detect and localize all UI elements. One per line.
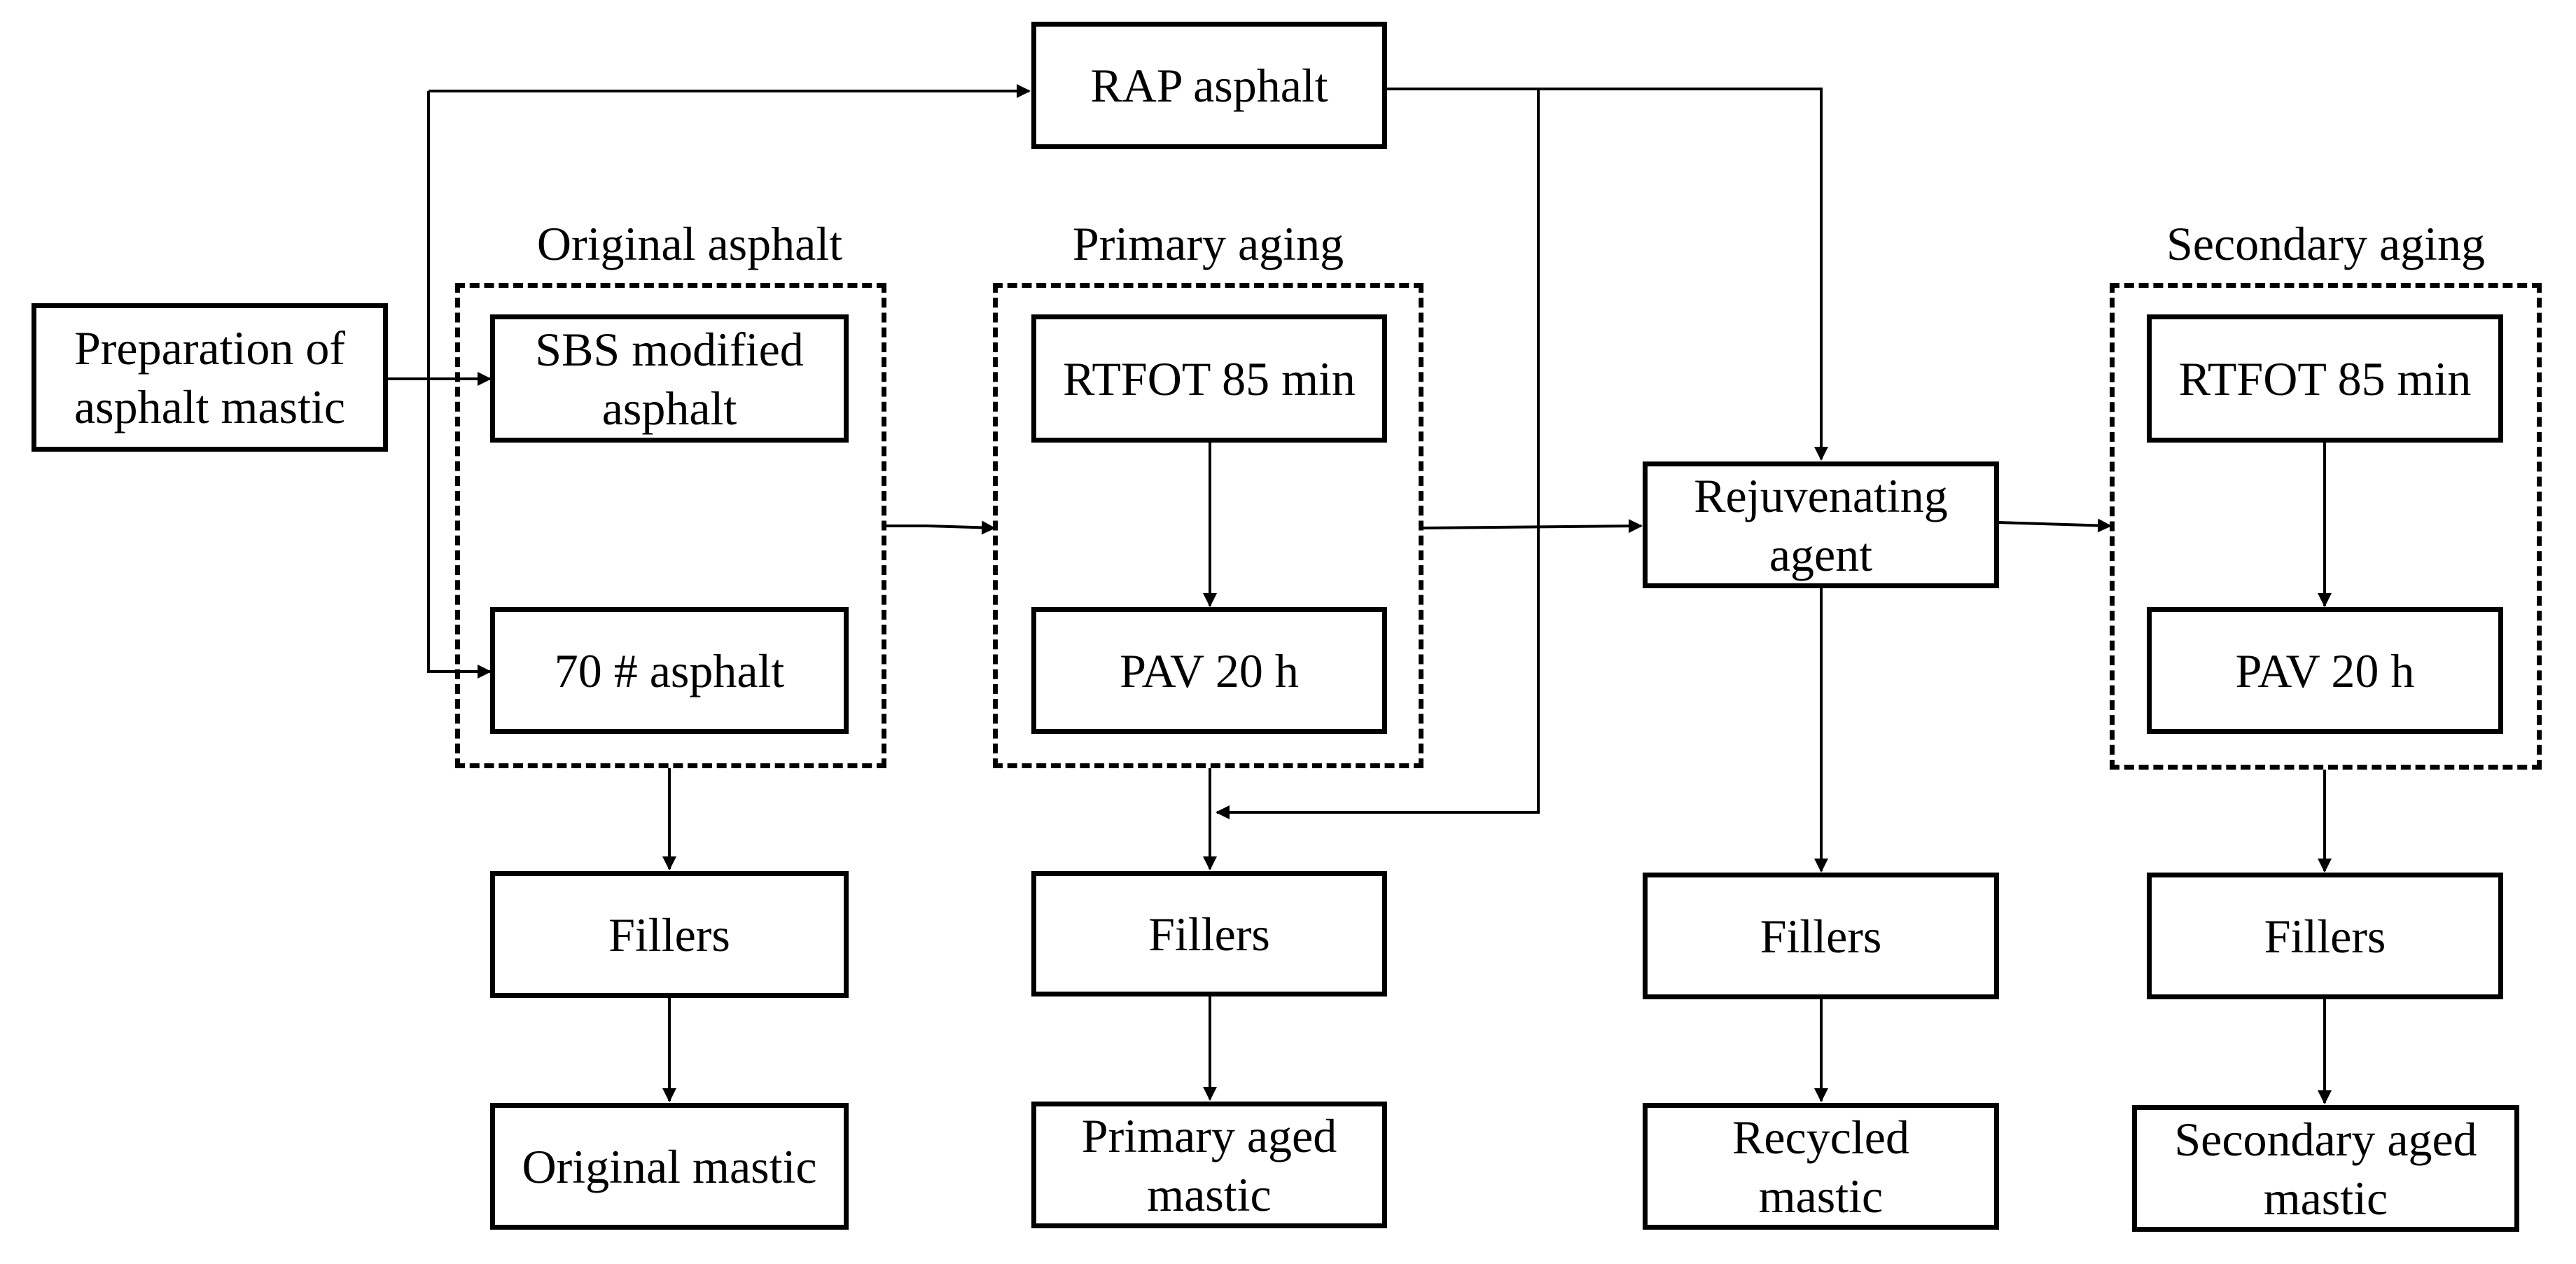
left-trunk-line <box>427 91 492 679</box>
recycled-mastic-box: Recycled mastic <box>1643 1103 1999 1230</box>
rejuvenating-agent-box: Rejuvenating agent <box>1643 461 1999 588</box>
fillers-primary-box: Fillers <box>1031 871 1387 996</box>
primary-aged-mastic-box: Primary aged mastic <box>1031 1102 1387 1228</box>
fillers-secondary-box: Fillers <box>2147 873 2503 999</box>
preparation-box: Preparation of asphalt mastic <box>32 303 388 452</box>
rtfot-primary-box: RTFOT 85 min <box>1031 314 1387 443</box>
arrow-original-to-primary <box>886 520 996 535</box>
primary-aging-group <box>993 283 1423 768</box>
original-mastic-box: Original mastic <box>490 1103 849 1230</box>
pav-primary-box: PAV 20 h <box>1031 607 1387 734</box>
fillers-original-box: Fillers <box>490 871 849 998</box>
arrow-rejuvenator-to-secondary <box>1997 518 2112 533</box>
arrow-rap-to-rejuvenator <box>1387 88 1828 461</box>
secondary-aging-group <box>2110 283 2542 770</box>
primary-aging-label: Primary aging <box>1072 217 1344 270</box>
arrow-rap-to-primary-fillers <box>1216 89 1540 819</box>
pav-secondary-box: PAV 20 h <box>2147 607 2503 734</box>
fillers-recycled-box: Fillers <box>1643 873 1999 999</box>
arrow-primary-to-rejuvenator <box>1423 519 1643 534</box>
original-asphalt-group <box>455 283 886 768</box>
secondary-aged-mastic-box: Secondary aged mastic <box>2132 1105 2519 1232</box>
sbs-modified-box: SBS modified asphalt <box>490 314 849 443</box>
rap-asphalt-box: RAP asphalt <box>1031 22 1387 149</box>
original-asphalt-label: Original asphalt <box>536 217 843 270</box>
asphalt-70-box: 70 # asphalt <box>490 607 849 734</box>
secondary-aging-label: Secondary aging <box>2166 217 2486 270</box>
rtfot-secondary-box: RTFOT 85 min <box>2147 314 2503 443</box>
